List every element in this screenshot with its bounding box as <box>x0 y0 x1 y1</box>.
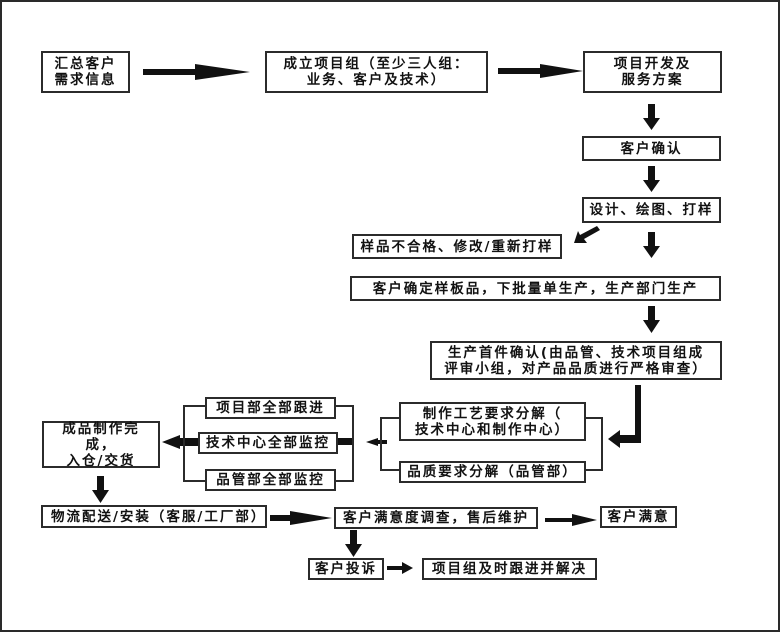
bracket-monitors-left <box>183 405 205 482</box>
node-approve-production: 客户确定样板品，下批量单生产，生产部门生产 <box>350 276 721 301</box>
node-customer-confirm: 客户确认 <box>582 136 721 161</box>
node-develop-plan: 项目开发及 服务方案 <box>583 51 722 93</box>
connector-tech-monitor-right <box>337 438 353 445</box>
arrow-design-to-approve <box>643 232 660 258</box>
node-project-follow-up: 项目部全部跟进 <box>205 397 336 419</box>
arrow-collect-to-team <box>143 64 250 80</box>
arrow-survey-to-satisfied <box>545 514 597 526</box>
node-sample-rejected: 样品不合格、修改/重新打样 <box>352 234 562 259</box>
node-qc-monitoring: 品管部全部监控 <box>205 469 336 491</box>
node-logistics-install: 物流配送/安装（客服/工厂部） <box>41 505 267 528</box>
bracket-requirements-right <box>585 417 603 471</box>
node-finished-delivery: 成品制作完成， 入仓/交货 <box>42 421 160 469</box>
arrow-first-check-to-requirements <box>608 385 641 448</box>
arrow-design-to-reject <box>574 226 600 243</box>
node-form-project-team: 成立项目组（至少三人组： 业务、客户及技术） <box>265 51 488 93</box>
arrow-requirements-to-monitors <box>366 438 387 446</box>
node-first-article-check: 生产首件确认(由品管、技术项目组成 评审小组，对产品品质进行严格审查） <box>430 341 722 380</box>
node-resolve-issue: 项目组及时跟进并解决 <box>422 558 597 580</box>
node-tech-monitoring: 技术中心全部监控 <box>198 432 338 454</box>
arrow-complaint-to-resolve <box>387 562 413 574</box>
bracket-monitors-right <box>336 405 354 482</box>
arrow-monitors-to-finished <box>162 435 200 449</box>
arrow-logistics-to-survey <box>270 511 332 525</box>
arrow-approve-to-first-check <box>643 306 660 333</box>
node-customer-satisfied: 客户满意 <box>600 506 677 528</box>
arrow-survey-to-complaint <box>345 530 362 557</box>
node-quality-requirements: 品质要求分解（品管部） <box>399 461 586 483</box>
node-satisfaction-survey: 客户满意度调查，售后维护 <box>334 507 538 529</box>
bracket-requirements-left <box>380 417 400 471</box>
node-collect-requirements: 汇总客户 需求信息 <box>41 51 130 93</box>
arrow-confirm-to-design <box>643 166 660 192</box>
arrow-finished-to-logistics <box>92 476 109 503</box>
arrow-develop-to-confirm <box>643 104 660 130</box>
node-process-requirements: 制作工艺要求分解（ 技术中心和制作中心） <box>399 402 586 441</box>
arrow-team-to-develop <box>498 64 583 78</box>
node-design-sample: 设计、绘图、打样 <box>582 197 721 223</box>
node-customer-complaint: 客户投诉 <box>308 558 384 580</box>
